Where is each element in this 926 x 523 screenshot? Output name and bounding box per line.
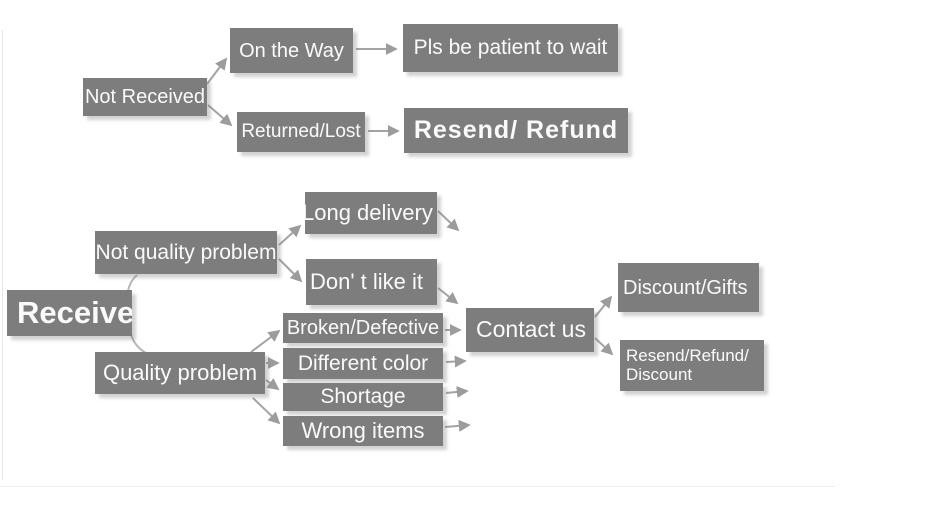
edge-nqp-longdelivery bbox=[278, 224, 302, 246]
node-contact-us: Contact us bbox=[466, 308, 594, 352]
node-label: Broken/Defective bbox=[286, 317, 440, 339]
node-broken-defective: Broken/Defective bbox=[283, 313, 443, 343]
node-label: Returned/Lost bbox=[241, 120, 361, 142]
node-label: Don' t like it bbox=[310, 268, 424, 294]
node-label: On the Way bbox=[239, 39, 344, 62]
node-returned-lost: Returned/Lost bbox=[237, 112, 365, 152]
node-label: Resend/ Refund bbox=[413, 115, 619, 144]
node-label: Wrong items bbox=[301, 417, 425, 443]
edge-received-qualityproblem bbox=[130, 333, 147, 354]
node-not-received: Not Received bbox=[83, 78, 207, 116]
node-received: Received bbox=[7, 290, 132, 336]
node-label: Shortage bbox=[320, 385, 406, 409]
edge-contactus-resendrefunddiscount bbox=[594, 337, 614, 356]
edge-dontlikeit-contactus bbox=[437, 287, 459, 305]
node-dont-like-it: Don' t like it bbox=[306, 259, 437, 305]
edge-notreceived-ontheway bbox=[206, 57, 228, 85]
edge-shortage-contactus bbox=[445, 385, 469, 398]
edge-qp-broken bbox=[250, 329, 281, 353]
node-quality-problem: Quality problem bbox=[95, 352, 265, 394]
edge-wrongitems-contactus bbox=[444, 419, 471, 432]
edge-nqp-dontlikeit bbox=[278, 258, 303, 283]
edge-longdelivery-contactus bbox=[437, 210, 460, 232]
node-label-line1: Resend/Refund/ bbox=[626, 345, 749, 365]
node-resend-refund: Resend/ Refund bbox=[404, 108, 628, 153]
page-border-bottom bbox=[0, 486, 835, 487]
node-wrong-items: Wrong items bbox=[283, 416, 443, 446]
node-label: Not Received bbox=[84, 86, 206, 108]
edge-received-notqualityproblem bbox=[127, 274, 138, 292]
node-long-delivery: Long delivery bbox=[305, 192, 437, 234]
edge-qp-shortage bbox=[265, 378, 280, 391]
node-shortage: Shortage bbox=[283, 383, 443, 411]
node-label: Pls be patient to wait bbox=[413, 36, 608, 60]
node-label: Received bbox=[17, 294, 132, 330]
node-label: Resend/Refund/ Discount bbox=[626, 345, 749, 384]
node-pls-be-patient: Pls be patient to wait bbox=[403, 24, 618, 72]
node-label: Different color bbox=[297, 351, 429, 375]
node-discount-gifts: Discount/Gifts bbox=[618, 263, 759, 312]
node-label: Quality problem bbox=[102, 359, 258, 385]
node-on-the-way: On the Way bbox=[230, 28, 353, 73]
edge-notreceived-returnedlost bbox=[207, 104, 233, 127]
page-border-left bbox=[2, 30, 3, 480]
node-not-quality-problem: Not quality problem bbox=[95, 231, 277, 274]
edge-contactus-discountgifts bbox=[594, 295, 613, 318]
edge-qp-wrongitems bbox=[252, 397, 281, 425]
node-label: Long delivery bbox=[305, 199, 433, 225]
node-label-line2: Discount bbox=[626, 364, 693, 384]
node-label: Contact us bbox=[476, 316, 586, 343]
node-label: Not quality problem bbox=[95, 240, 277, 264]
node-label: Discount/Gifts bbox=[623, 276, 748, 299]
edge-differentcolor-contactus bbox=[445, 355, 467, 368]
node-resend-refund-discount: Resend/Refund/ Discount bbox=[620, 340, 764, 391]
node-different-color: Different color bbox=[283, 348, 443, 379]
